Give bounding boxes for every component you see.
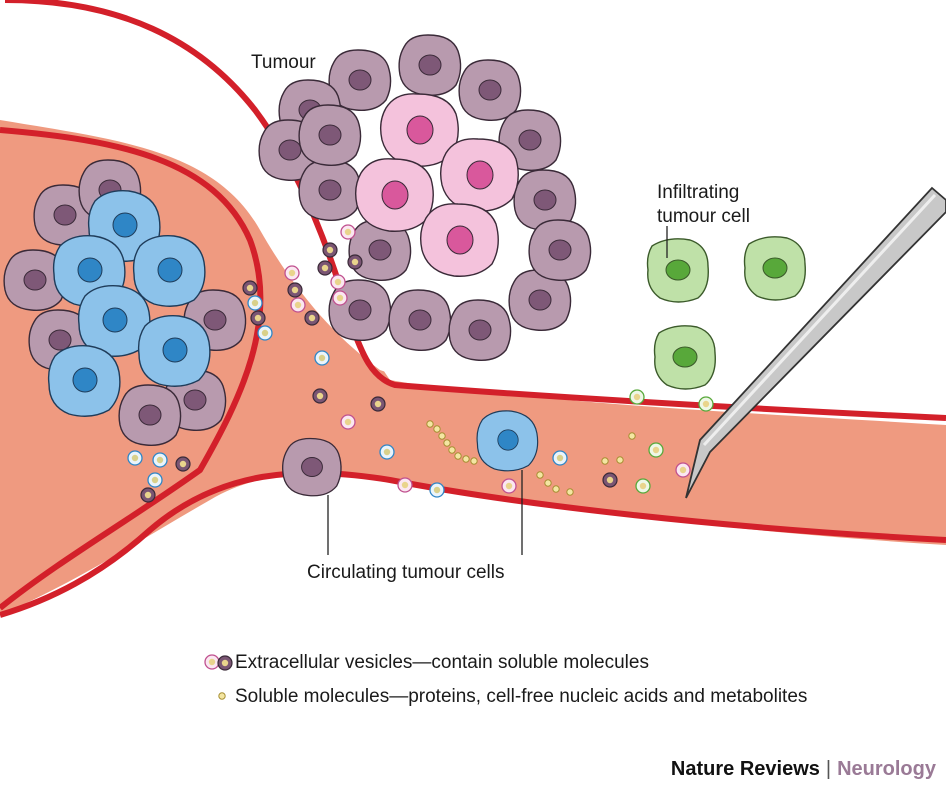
legend-soluble-text: Soluble molecules—proteins, cell-free nu… xyxy=(235,686,808,707)
biopsy-needle-icon xyxy=(685,186,946,499)
credit-separator: | xyxy=(825,758,832,780)
tumour-label: Tumour xyxy=(251,52,316,73)
journal-field: Neurology xyxy=(837,758,936,780)
infiltrating-label-line1: Infiltrating xyxy=(657,182,740,203)
infiltrating-label-line2: tumour cell xyxy=(657,206,750,227)
circulating-label: Circulating tumour cells xyxy=(307,562,505,583)
journal-name: Nature Reviews xyxy=(670,758,820,780)
circulating-tumour-cells xyxy=(281,410,539,555)
legend-vesicles: Extracellular vesicles—contain soluble m… xyxy=(203,652,649,674)
legend-vesicles-text: Extracellular vesicles—contain soluble m… xyxy=(235,652,649,673)
journal-credit: Nature Reviews|Neurology xyxy=(671,758,936,781)
legend-soluble: Soluble molecules—proteins, cell-free nu… xyxy=(203,686,807,708)
